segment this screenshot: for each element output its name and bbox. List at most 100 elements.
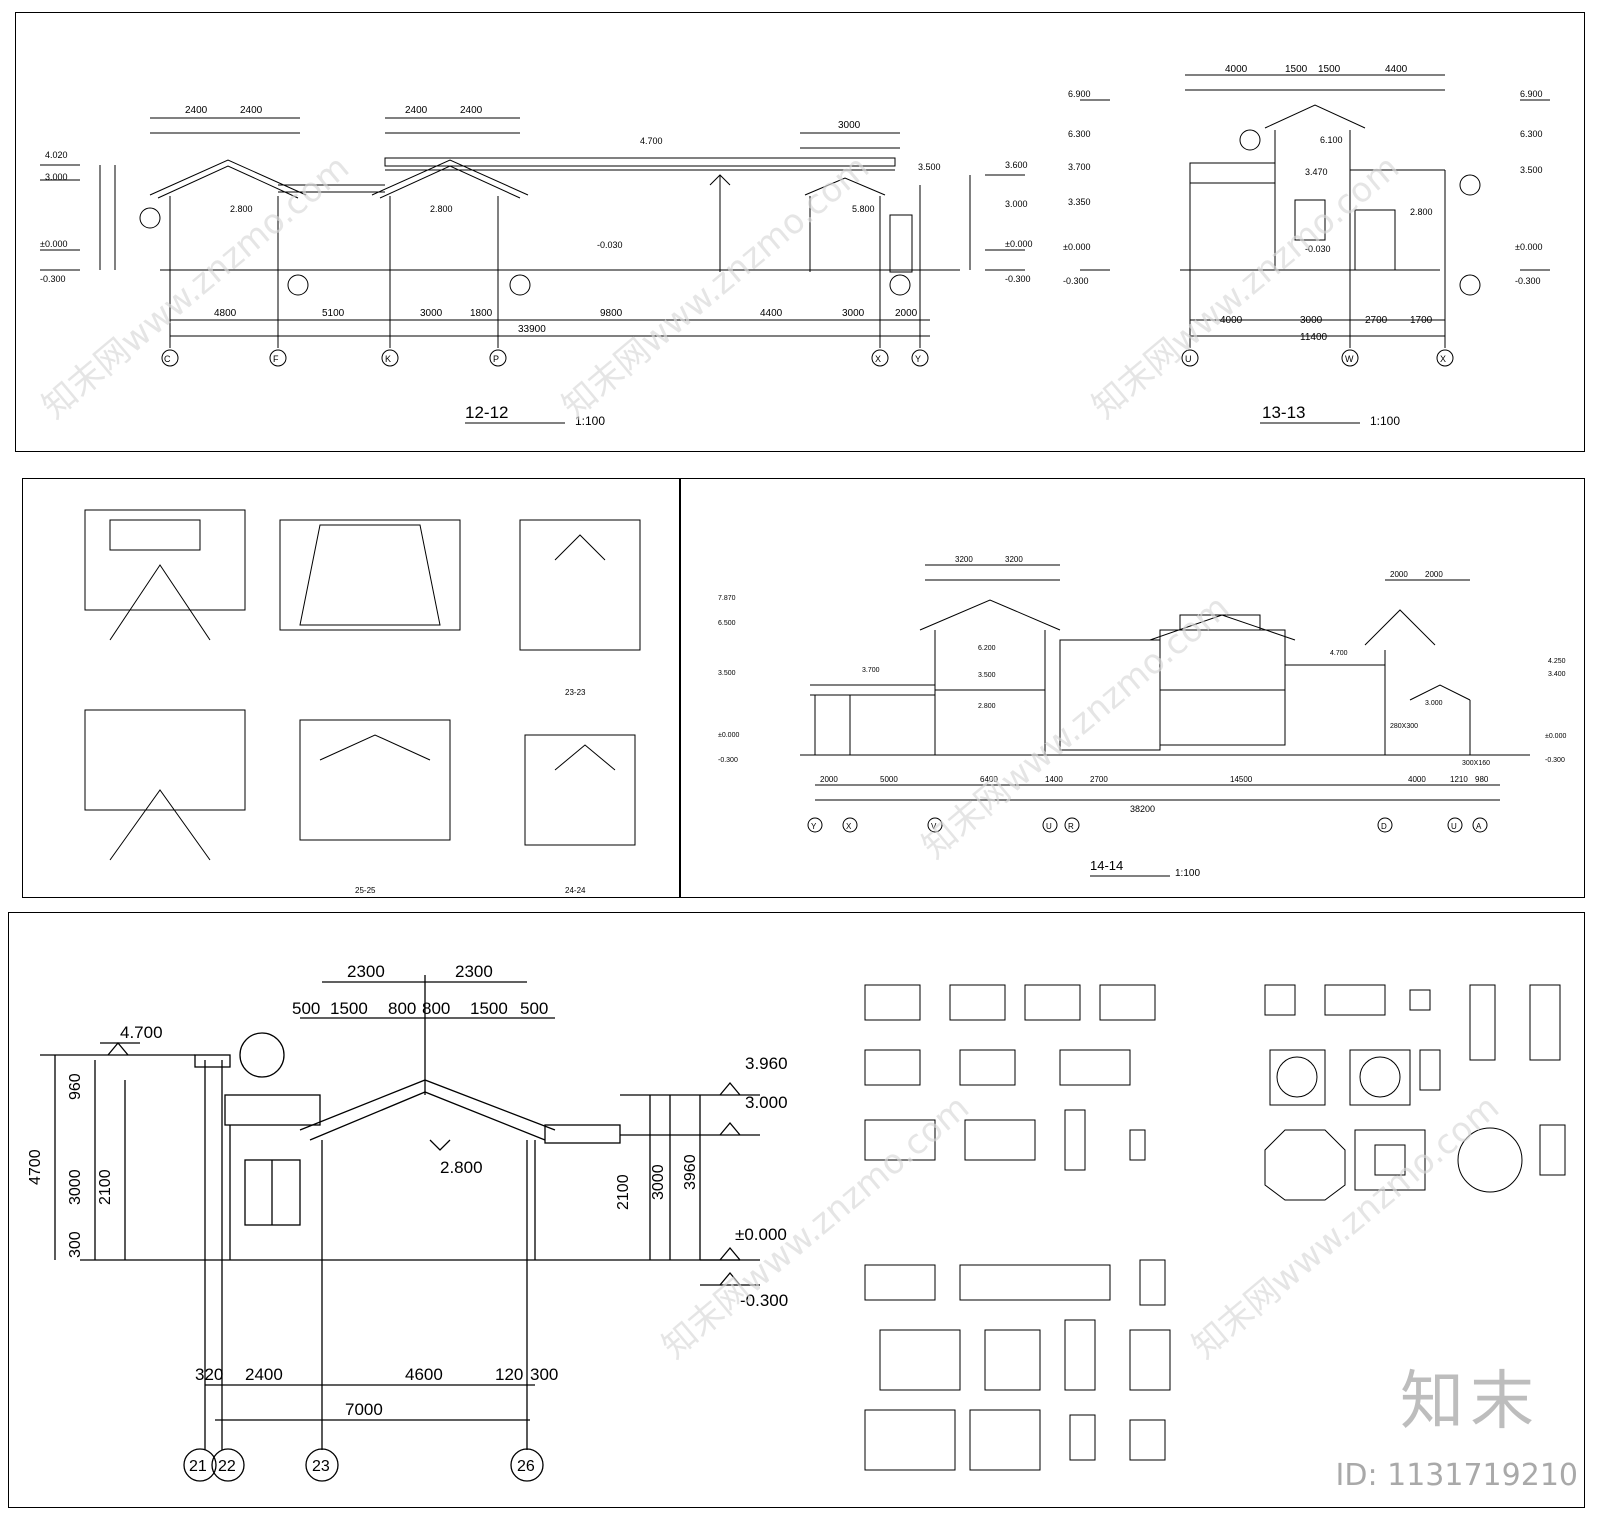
detail-bottom-dim-2: 4600 xyxy=(405,1365,443,1384)
detail-axis-2: 23 xyxy=(312,1458,330,1475)
s13-level-10: -0.300 xyxy=(1515,276,1541,286)
detail-bottom-dim-4: 300 xyxy=(530,1365,558,1384)
s12-level-m03-r: -0.300 xyxy=(1005,274,1031,284)
s13-level-3: 3.350 xyxy=(1068,197,1091,207)
s14-axis-3: U xyxy=(1046,822,1052,831)
detail-rvdim-3: 3000 xyxy=(650,1164,667,1200)
s14-note-1: 300X160 xyxy=(1462,760,1490,767)
s13-level-6: 6.900 xyxy=(1520,89,1543,99)
detail-top-dim-1b: 2300 xyxy=(455,962,493,981)
s14-level-11: 4.250 xyxy=(1548,658,1566,665)
section-12-title: 12-12 xyxy=(465,403,508,422)
detail-top-dim-2e: 1500 xyxy=(470,999,508,1018)
detail-vdim-8: 300 xyxy=(67,1231,84,1258)
s14-level-1: 6.500 xyxy=(718,620,736,627)
s12-level-4-700: 4.700 xyxy=(640,136,663,146)
s14-level-0: 7.870 xyxy=(718,595,736,602)
s14-dim-1: 5000 xyxy=(880,775,898,784)
fretwork-details xyxy=(864,984,1566,1471)
s14-axis-0: Y xyxy=(811,822,817,831)
s12-level-1: 3.000 xyxy=(45,172,68,182)
s12-dim-6: 3000 xyxy=(842,308,865,319)
s13-axis-0: U xyxy=(1185,354,1192,364)
s14-note-0: 280X300 xyxy=(1390,723,1418,730)
s13-axis-1: W xyxy=(1345,354,1354,364)
s12-level-0: 4.020 xyxy=(45,150,68,160)
s12-axis-4: X xyxy=(875,354,881,364)
s14-dim-2: 6400 xyxy=(980,775,998,784)
s12-top-dim-3: 2400 xyxy=(460,105,483,116)
s14-axis-2: V xyxy=(931,822,937,831)
s12-level-3-000-r: 3.000 xyxy=(1005,199,1028,209)
detail-bottom-dim-1: 2400 xyxy=(245,1365,283,1384)
small-label-25: 25-25 xyxy=(355,886,376,895)
s12-axis-1: F xyxy=(273,354,279,364)
s14-top-dim-2: 2000 xyxy=(1390,570,1408,579)
s14-axis-7: A xyxy=(1476,822,1482,831)
detail-axis-0: 21 xyxy=(189,1458,207,1475)
s14-dim-5: 14500 xyxy=(1230,775,1253,784)
s12-top-dim-0: 2400 xyxy=(185,105,208,116)
s13-level-0: 6.900 xyxy=(1068,89,1091,99)
s12-level-3: -0.300 xyxy=(40,274,66,284)
detail-vdim-0: 4700 xyxy=(27,1149,44,1185)
section-13-scale: 1:100 xyxy=(1370,414,1400,428)
section-14-total: 38200 xyxy=(1130,804,1155,814)
section-12-scale: 1:100 xyxy=(575,414,605,428)
s14-level-10: 3.000 xyxy=(1425,700,1443,707)
detail-section-drawing xyxy=(40,975,760,1482)
detail-level-r3: -0.300 xyxy=(740,1291,788,1310)
section-13-total: 11400 xyxy=(1300,332,1328,343)
detail-top-dim-2a: 500 xyxy=(292,999,320,1018)
detail-level-r1: 3.000 xyxy=(745,1093,788,1112)
s12-level-3-600: 3.600 xyxy=(1005,160,1028,170)
detail-axis-1: 22 xyxy=(218,1458,236,1475)
panel-small-drawings xyxy=(22,478,680,898)
s13-dim-1: 3000 xyxy=(1300,315,1323,326)
s14-axis-6: U xyxy=(1451,822,1457,831)
s12-level-5-800: 5.800 xyxy=(852,204,875,214)
s12-dim-3: 1800 xyxy=(470,308,493,319)
s13-level-5: -0.300 xyxy=(1063,276,1089,286)
detail-vdim-1: 960 xyxy=(67,1073,84,1100)
section-14-title: 14-14 xyxy=(1090,858,1123,873)
s12-top-dim-2: 2400 xyxy=(405,105,428,116)
detail-rvdim-4: 2100 xyxy=(615,1174,632,1210)
s12-dim-2: 3000 xyxy=(420,308,443,319)
s14-level-13: ±0.000 xyxy=(1545,733,1566,740)
s14-dim-8: 980 xyxy=(1475,775,1489,784)
s13-top-dim-3: 4400 xyxy=(1385,64,1408,75)
panel-section-12-13 xyxy=(15,12,1585,452)
s13-dim-0: 4000 xyxy=(1220,315,1243,326)
s13-dim-2: 2700 xyxy=(1365,315,1388,326)
s14-top-dim-0: 3200 xyxy=(955,555,973,564)
s12-top-dim-8: 3000 xyxy=(838,120,861,131)
s14-top-dim-3: 2000 xyxy=(1425,570,1443,579)
detail-vdim-7: 2100 xyxy=(97,1169,114,1205)
s13-level-9: ±0.000 xyxy=(1515,242,1542,252)
s14-axis-4: R xyxy=(1068,822,1074,831)
s13-level-14: -0.030 xyxy=(1305,244,1331,254)
s12-dim-7: 2000 xyxy=(895,308,918,319)
s14-level-5: 3.700 xyxy=(862,667,880,674)
s14-dim-3: 1400 xyxy=(1045,775,1063,784)
s13-level-11: 6.100 xyxy=(1320,135,1343,145)
s12-level-3-500: 3.500 xyxy=(918,162,941,172)
s14-axis-1: X xyxy=(846,822,852,831)
section-13-title: 13-13 xyxy=(1262,403,1305,422)
s13-dim-3: 1700 xyxy=(1410,315,1433,326)
s12-level-0-r: ±0.000 xyxy=(1005,239,1032,249)
s13-top-dim-0: 4000 xyxy=(1225,64,1248,75)
detail-top-dim-1a: 2300 xyxy=(347,962,385,981)
s14-level-12: 3.400 xyxy=(1548,671,1566,678)
s12-level-2: ±0.000 xyxy=(40,239,67,249)
s13-level-8: 3.500 xyxy=(1520,165,1543,175)
s12-axis-5: Y xyxy=(915,354,921,364)
s14-dim-0: 2000 xyxy=(820,775,838,784)
detail-bottom-dim-3: 120 xyxy=(495,1365,523,1384)
s13-level-13: 2.800 xyxy=(1410,207,1433,217)
s14-level-3: ±0.000 xyxy=(718,732,739,739)
s13-level-12: 3.470 xyxy=(1305,167,1328,177)
detail-rvdim-7: 3960 xyxy=(682,1154,699,1190)
